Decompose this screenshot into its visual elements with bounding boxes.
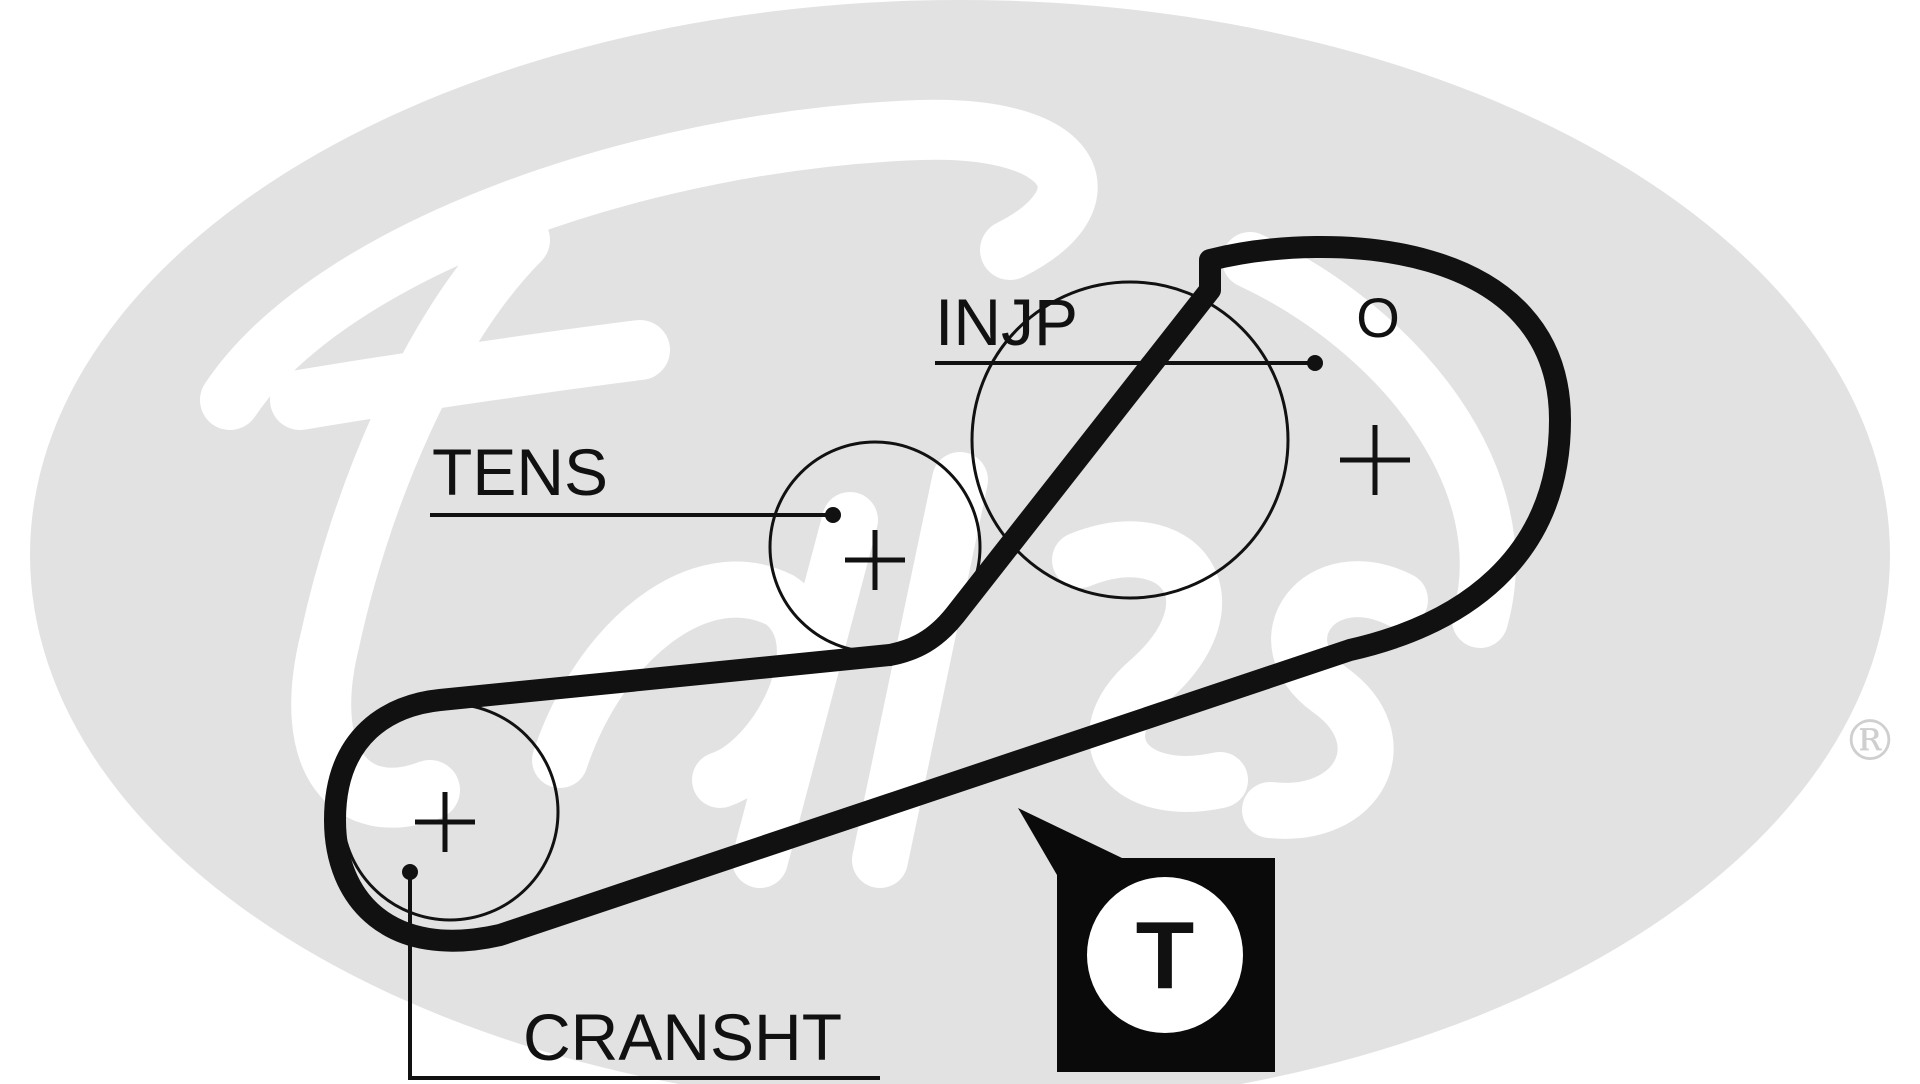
watermark-script-ates (532, 232, 1516, 888)
camshaft-center-icon (1340, 425, 1410, 495)
gates-logo-watermark: ® (30, 0, 1898, 1084)
cransht-label: CRANSHT (523, 1000, 842, 1074)
center-marks (415, 425, 1410, 852)
leader-lines (408, 361, 1315, 1080)
watermark-script-g (200, 99, 1098, 828)
timing-belt (324, 236, 1571, 952)
injp-label: INJP (935, 285, 1078, 359)
tens-label: TENS (432, 435, 608, 509)
tensioner-center-icon (845, 530, 905, 590)
tool-badge: T (1018, 808, 1275, 1072)
tens-leader-dot (825, 507, 841, 523)
camshaft-pulley (970, 280, 1290, 600)
crankshaft-center-icon (415, 792, 475, 852)
injp-leader-dot (1307, 355, 1323, 371)
leader-dots (402, 355, 1323, 880)
registered-mark: ® (1842, 709, 1898, 774)
cransht-leader-line (408, 872, 880, 1080)
cransht-leader-dot (402, 864, 418, 880)
tool-badge-letter: T (1136, 902, 1195, 1009)
camshaft-timing-mark: O (1356, 286, 1400, 349)
tool-badge-circle (1087, 877, 1243, 1033)
